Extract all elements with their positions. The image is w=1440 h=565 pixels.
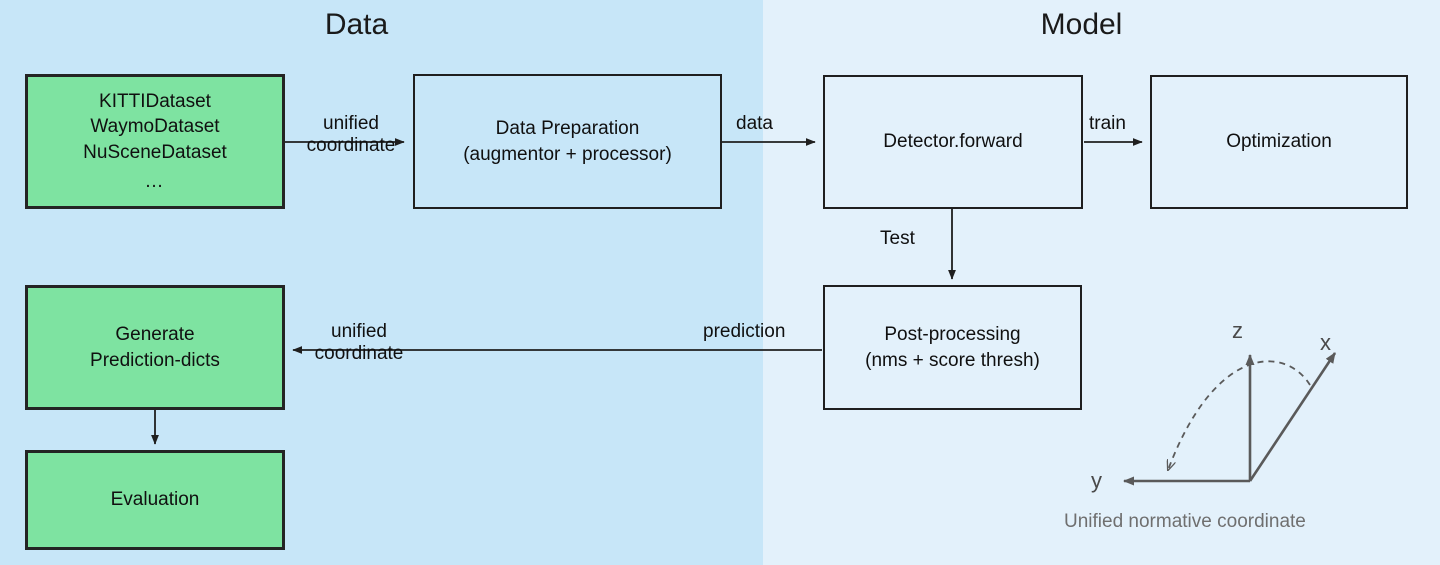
edge-label-prediction: prediction: [703, 321, 786, 342]
axis-label-y: y: [1091, 468, 1102, 493]
coordinate-frame-caption: Unified normative coordinate: [1064, 511, 1306, 532]
edge-label-unified-bottom: unified: [331, 321, 387, 342]
panel-data-title: Data: [324, 8, 389, 41]
axis-label-z: z: [1232, 318, 1243, 343]
edge-label-unified-coordinate-top: unified coordinate: [292, 113, 410, 158]
node-datasets-line-3: NuSceneDataset: [83, 141, 227, 163]
node-generate-line-2: Prediction-dicts: [90, 349, 220, 371]
node-datasets[interactable]: KITTIDataset WaymoDataset NuSceneDataset…: [25, 74, 285, 209]
node-datasets-ellipsis: …: [144, 170, 166, 192]
edge-label-data: data: [736, 113, 773, 134]
node-generate-line-1: Generate: [115, 324, 195, 346]
node-data-preparation[interactable]: Data Preparation (augmentor + processor): [413, 74, 722, 209]
node-datasets-line-1: KITTIDataset: [99, 90, 211, 112]
axis-label-x: x: [1320, 330, 1331, 355]
node-data-preparation-line-1: Data Preparation: [495, 118, 640, 140]
node-post-processing[interactable]: Post-processing (nms + score thresh): [823, 285, 1082, 410]
panel-model-title: Model: [1040, 8, 1123, 41]
edge-label-train: train: [1089, 113, 1126, 134]
node-optimization-label: Optimization: [1226, 131, 1332, 153]
edge-label-unified-top: unified: [323, 113, 379, 134]
node-datasets-line-2: WaymoDataset: [90, 116, 220, 138]
edge-label-unified-coordinate-bottom: unified coordinate: [297, 321, 421, 366]
edge-label-coordinate-top: coordinate: [306, 135, 396, 157]
edge-label-coordinate-bottom: coordinate: [314, 343, 404, 365]
node-post-processing-line-2: (nms + score thresh): [865, 349, 1040, 371]
node-evaluation[interactable]: Evaluation: [25, 450, 285, 550]
edge-label-test: Test: [880, 228, 915, 249]
node-evaluation-label: Evaluation: [110, 489, 200, 511]
node-data-preparation-line-2: (augmentor + processor): [463, 143, 672, 165]
node-optimization[interactable]: Optimization: [1150, 75, 1408, 209]
node-post-processing-line-1: Post-processing: [884, 324, 1021, 346]
node-detector-forward[interactable]: Detector.forward: [823, 75, 1083, 209]
node-generate-prediction-dicts[interactable]: Generate Prediction-dicts: [25, 285, 285, 410]
node-detector-forward-label: Detector.forward: [883, 131, 1023, 153]
